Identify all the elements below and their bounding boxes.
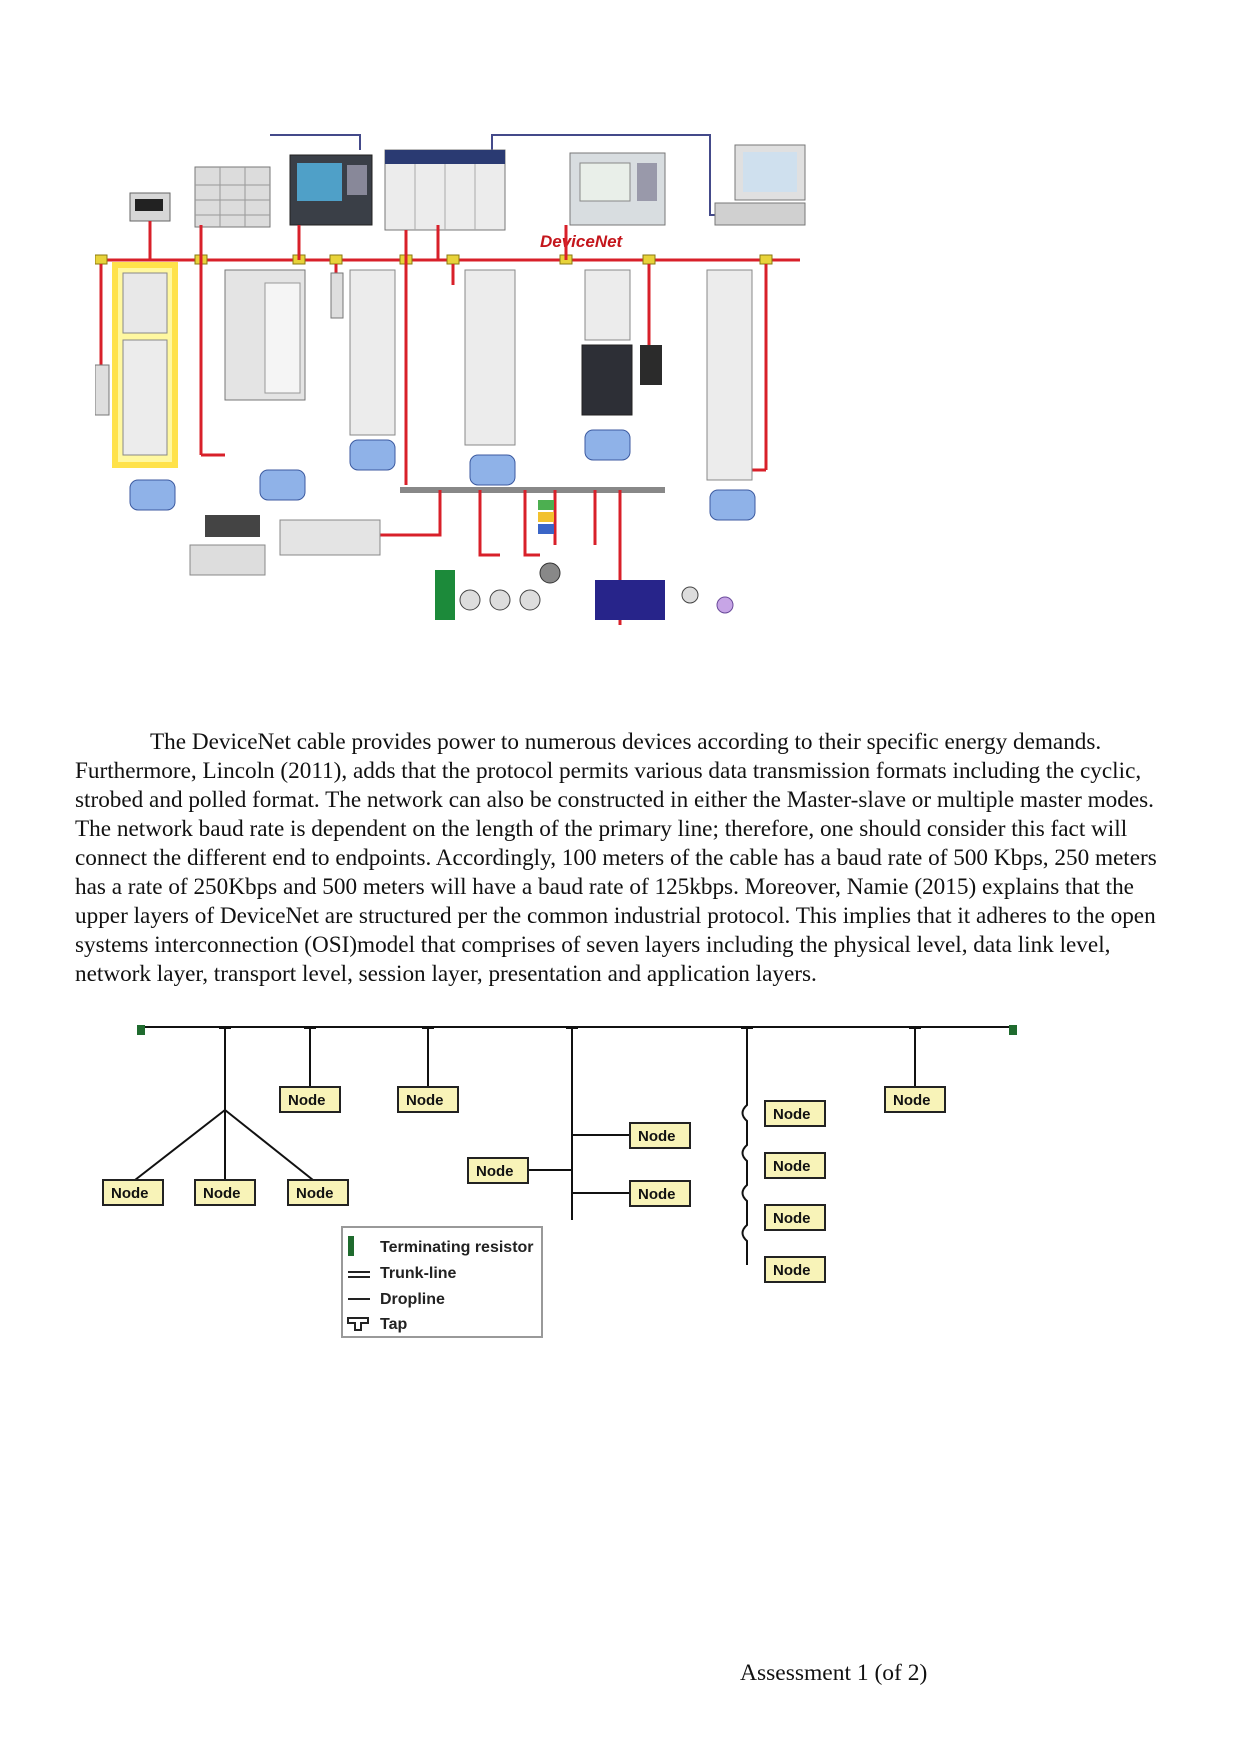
node-box: Node	[764, 1256, 826, 1283]
node-box: Node	[764, 1204, 826, 1231]
tap-icon	[347, 1317, 369, 1331]
svg-text:Node: Node	[296, 1185, 334, 1202]
drop-lines	[99, 225, 768, 485]
svg-text:Node: Node	[638, 1128, 676, 1145]
motor-starter-icon	[112, 262, 178, 468]
motor-starter-icon-2	[330, 269, 396, 436]
node-box: Node	[629, 1122, 691, 1149]
page-footer: Assessment 1 (of 2)	[740, 1660, 928, 1686]
computer-icon	[714, 144, 806, 226]
node-box: Node	[764, 1100, 826, 1127]
body-paragraph-text: The DeviceNet cable provides power to nu…	[75, 729, 1157, 987]
controller-chassis-icon	[384, 149, 506, 231]
node-box: Node	[764, 1152, 826, 1179]
pushbutton-station-icon	[189, 515, 381, 576]
drive-cabinet-icon	[224, 269, 306, 401]
terminating-resistor-icon	[348, 1236, 354, 1256]
devicenet-topology-diagram: Node Node Node Node Node Node Node Node …	[102, 1025, 1017, 1338]
legend-terminating-resistor: Terminating resistor	[380, 1239, 534, 1256]
body-paragraph: The DeviceNet cable provides power to nu…	[75, 728, 1167, 989]
legend-trunk-line: Trunk-line	[380, 1265, 457, 1282]
devicenet-hardware-figure: DeviceNet	[95, 134, 806, 625]
node-box: Node	[102, 1179, 164, 1206]
svg-text:Node: Node	[773, 1210, 811, 1227]
legend: Terminating resistor Trunk-line Dropline…	[341, 1226, 543, 1338]
devicenet-label: DeviceNet	[540, 232, 624, 251]
ethernet-link-line	[270, 134, 361, 150]
svg-text:Node: Node	[406, 1092, 444, 1109]
trunk-line	[140, 1026, 1015, 1028]
node-box: Node	[467, 1157, 529, 1184]
trunk-line-icon	[348, 1271, 370, 1278]
conveyor-icon	[435, 562, 734, 620]
tap-icons	[219, 1027, 921, 1035]
svg-text:Node: Node	[773, 1262, 811, 1279]
legend-tap: Tap	[380, 1316, 407, 1333]
motor-icon	[129, 429, 756, 521]
stack-light-icon	[538, 500, 554, 534]
motor-starter-icon-5	[706, 269, 753, 481]
node-box: Node	[397, 1086, 459, 1113]
svg-text:Node: Node	[773, 1158, 811, 1175]
svg-text:Node: Node	[638, 1186, 676, 1203]
svg-text:Node: Node	[288, 1092, 326, 1109]
node-box: Node	[194, 1179, 256, 1206]
motor-starter-icon-3	[464, 269, 516, 446]
svg-text:Node: Node	[111, 1185, 149, 1202]
svg-text:Node: Node	[893, 1092, 931, 1109]
node-box: Node	[629, 1180, 691, 1207]
motor-starter-icon-4	[581, 269, 662, 416]
plc-rack-icon	[194, 166, 271, 228]
terminating-resistor-right	[1009, 1025, 1017, 1035]
hmi-terminal-icon	[289, 154, 373, 226]
node-box: Node	[279, 1086, 341, 1113]
node-box: Node	[287, 1179, 349, 1206]
terminating-resistor-left	[137, 1025, 145, 1035]
legend-dropline: Dropline	[380, 1291, 445, 1308]
svg-text:Node: Node	[203, 1185, 241, 1202]
droplines	[134, 1030, 916, 1265]
svg-text:Node: Node	[476, 1163, 514, 1180]
display-panel-icon	[129, 192, 171, 260]
sensor-icon	[95, 364, 110, 416]
operator-panel-icon	[569, 152, 666, 226]
svg-text:Node: Node	[773, 1106, 811, 1123]
node-box: Node	[884, 1086, 946, 1113]
